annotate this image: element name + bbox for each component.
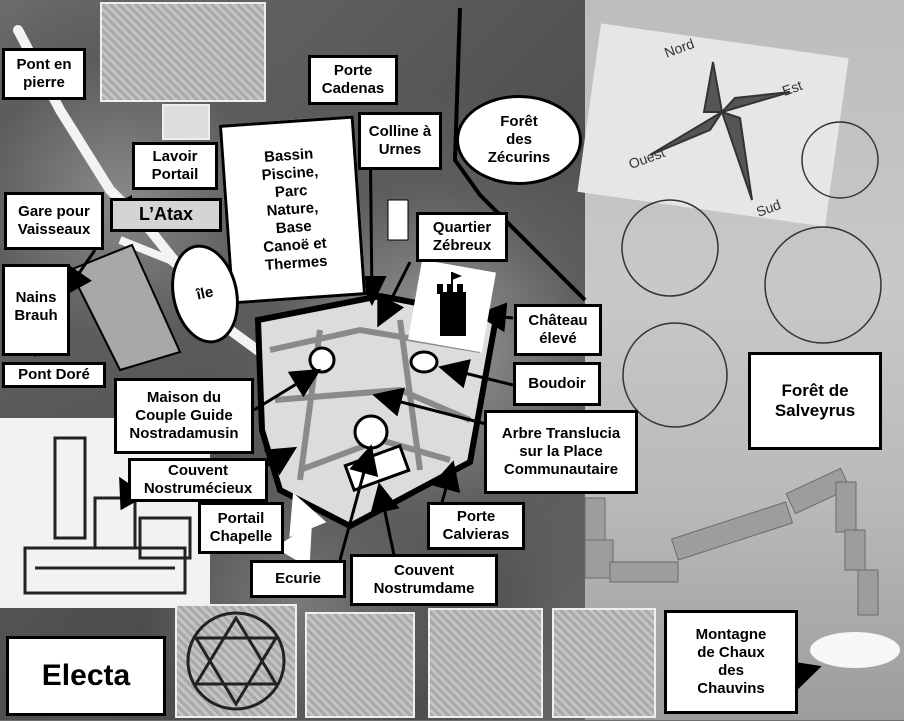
- lavoir-photo: [162, 104, 210, 140]
- label-quartier-zebreux: Quartier Zébreux: [416, 212, 508, 262]
- label-porte-calvieras: Porte Calvieras: [427, 502, 525, 550]
- floor-plan-drawing: [23, 436, 192, 595]
- label-couvent-nostrumecieux: Couvent Nostrumécieux: [128, 458, 268, 502]
- label-pont-dore: Pont Doré: [2, 362, 106, 388]
- label-electa: Electa: [6, 636, 166, 716]
- star-icon: [186, 611, 286, 711]
- label-l-atax: L’Atax: [110, 198, 222, 232]
- label-arbre-translucia: Arbre Translucia sur la Place Communauta…: [484, 410, 638, 494]
- road-north: [452, 7, 587, 302]
- label-pont-en-pierre: Pont en pierre: [2, 48, 86, 100]
- symbol-carving-4: [552, 608, 656, 718]
- label-nains-brauh: Nains Brauh: [2, 264, 70, 356]
- label-couvent-nostrumdame: Couvent Nostrumdame: [350, 554, 498, 606]
- label-bassin-piscine: Bassin Piscine, Parc Nature, Base Canoë …: [218, 115, 367, 305]
- castle-icon: [437, 272, 466, 336]
- symbol-carving-3: [428, 608, 543, 718]
- label-gare-pour-vaisseaux: Gare pour Vaisseaux: [4, 192, 104, 250]
- fort-drawing-image: [100, 2, 266, 102]
- label-montagne: Montagne de Chaux des Chauvins: [664, 610, 798, 714]
- label-lavoir-portail: Lavoir Portail: [132, 142, 218, 190]
- label-boudoir: Boudoir: [513, 362, 601, 406]
- label-maison-du-couple-guide: Maison du Couple Guide Nostradamusin: [114, 378, 254, 454]
- label-portail-chapelle: Portail Chapelle: [198, 502, 284, 554]
- label-porte-cadenas: Porte Cadenas: [308, 55, 398, 105]
- label-ecurie: Ecurie: [250, 560, 346, 598]
- label-chateau-eleve: Château élevé: [514, 304, 602, 356]
- label-colline-a-urnes: Colline à Urnes: [358, 112, 442, 170]
- gare-platform: [68, 243, 182, 372]
- label-foret-des-zecurins: Forêt des Zécurins: [456, 95, 582, 185]
- label-foret-de-salveyrus: Forêt de Salveyrus: [748, 352, 882, 450]
- star-of-david-carving: [175, 604, 297, 718]
- symbol-carving-2: [305, 612, 415, 718]
